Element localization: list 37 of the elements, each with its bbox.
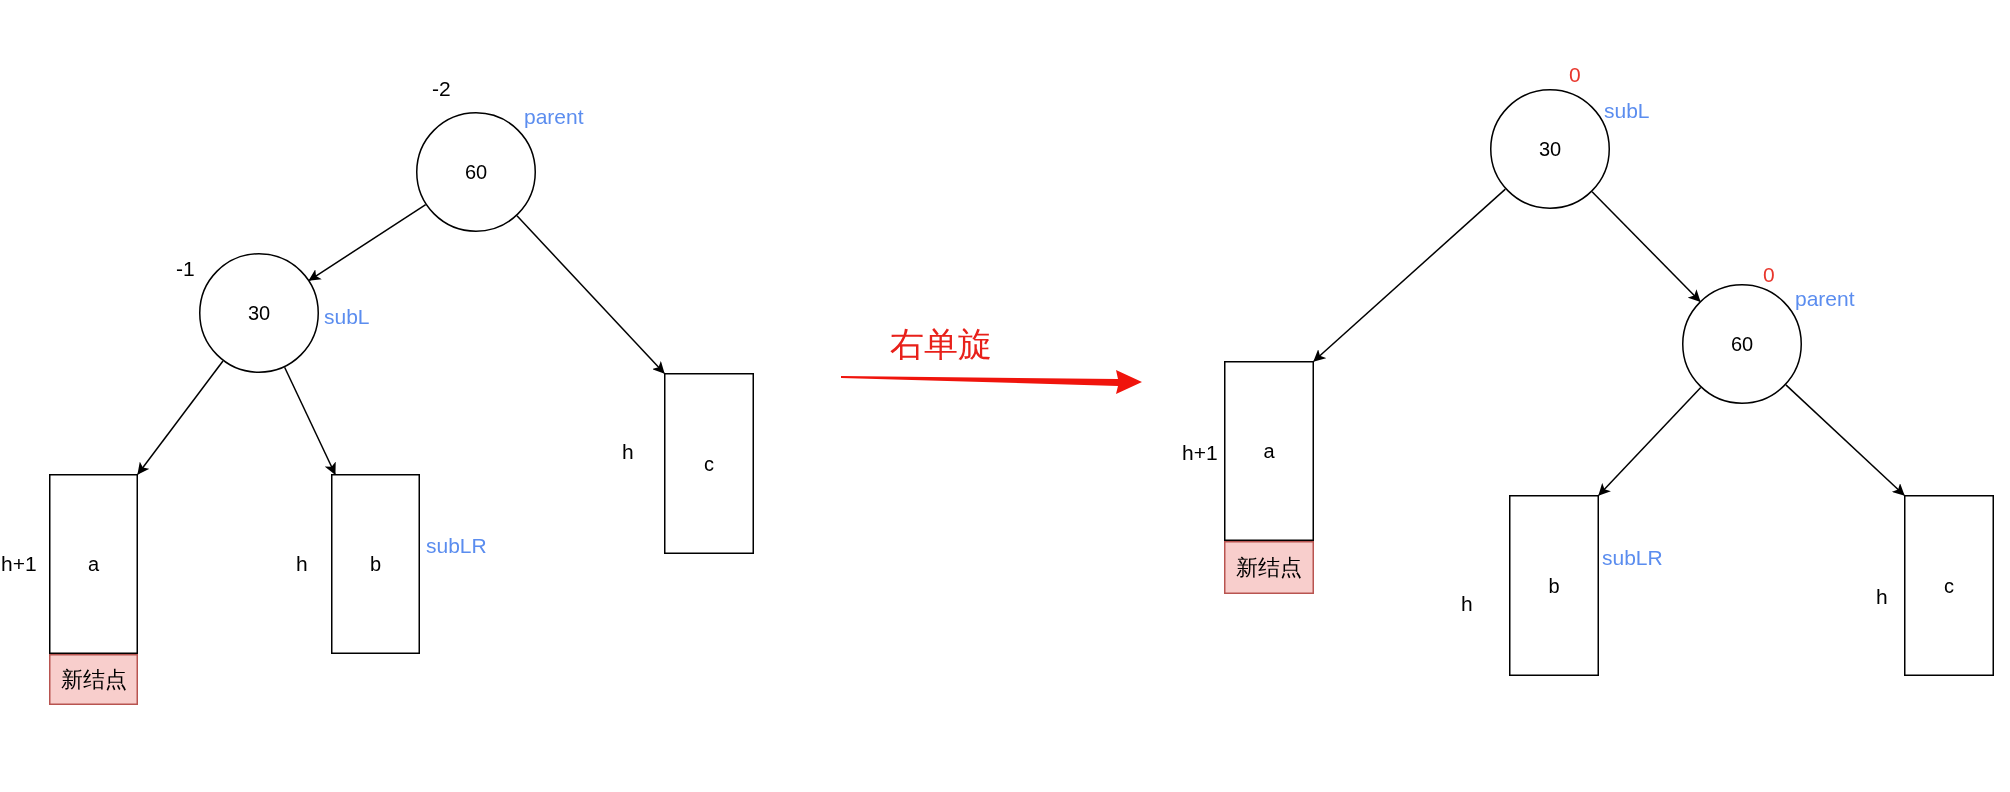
arrow: [1591, 191, 1701, 302]
arrow: [1598, 386, 1702, 496]
pointer-label: subLR: [1602, 547, 1663, 568]
height-label: h: [1461, 593, 1473, 614]
node-label: 新结点: [60, 665, 127, 694]
node-value: 30: [247, 301, 271, 325]
arrow: [308, 203, 427, 282]
pointer-label: subL: [324, 306, 370, 327]
node-value: b: [369, 552, 382, 576]
node-value: a: [87, 552, 100, 576]
pointer-label: subLR: [426, 535, 487, 556]
arrow: [1785, 384, 1905, 496]
balance-factor: 0: [1569, 64, 1581, 85]
arrow: [516, 215, 665, 374]
height-label: h+1: [1, 553, 37, 574]
balance-factor: -2: [432, 78, 451, 99]
node-label: 新结点: [1236, 553, 1302, 582]
arrow: [137, 360, 224, 475]
node-value: 30: [1538, 137, 1562, 161]
node-value: 60: [1730, 332, 1754, 356]
pointer-label: parent: [1795, 288, 1855, 309]
height-label: h: [1876, 586, 1888, 607]
balance-factor: 0: [1763, 264, 1775, 285]
pointer-label: parent: [524, 106, 584, 127]
rotation-label: 右单旋: [890, 325, 992, 365]
height-label: h+1: [1182, 442, 1218, 463]
node-value: b: [1548, 574, 1560, 597]
node-value: c: [1944, 574, 1954, 597]
arrow: [1313, 188, 1507, 362]
node-value: 60: [464, 160, 488, 184]
pointer-label: subL: [1604, 100, 1650, 121]
node-value: a: [1263, 439, 1275, 463]
height-label: h: [622, 441, 634, 462]
height-label: h: [296, 553, 308, 574]
balance-factor: -1: [176, 258, 195, 279]
node-value: c: [704, 452, 714, 475]
arrow: [283, 366, 336, 475]
